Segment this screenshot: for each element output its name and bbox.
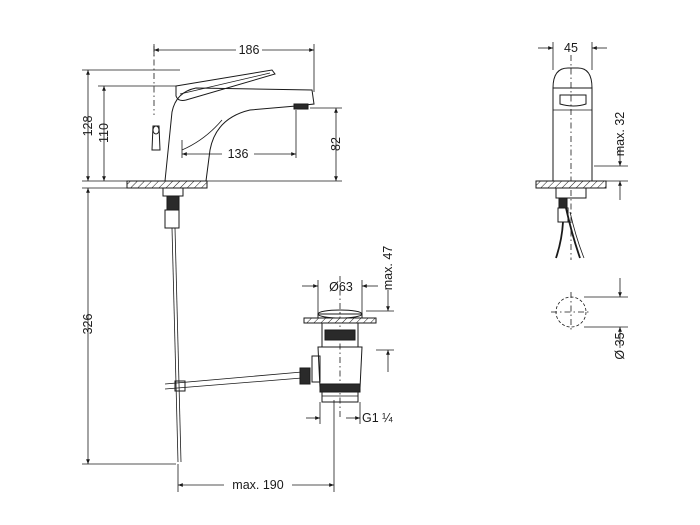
dimension-labels: 186 136 128 110 82 326 45 max. 32 Ø63 ma… xyxy=(81,41,627,492)
dim-326: 326 xyxy=(81,314,95,335)
dim-45: 45 xyxy=(564,41,578,55)
lever-handle xyxy=(175,69,276,101)
front-view xyxy=(126,46,315,463)
dim-110: 110 xyxy=(97,123,111,143)
dim-136: 136 xyxy=(228,147,249,161)
countertop-front xyxy=(126,180,208,189)
dim-g1-quarter: G1 ¼ xyxy=(362,411,393,425)
dim-82: 82 xyxy=(329,137,343,151)
dim-max-190: max. 190 xyxy=(232,478,283,492)
dim-max-47: max. 47 xyxy=(381,246,395,291)
dim-128: 128 xyxy=(81,116,95,137)
dim-186: 186 xyxy=(239,43,260,57)
dim-diameter-35: Ø 35 xyxy=(613,332,627,359)
waste-fitting xyxy=(303,276,377,420)
pull-rod xyxy=(171,227,179,463)
dimension-lines xyxy=(82,42,628,492)
faucet-body xyxy=(164,87,315,182)
dim-max-32: max. 32 xyxy=(613,112,627,157)
linkage-bar xyxy=(164,371,303,385)
dim-diameter-63: Ø63 xyxy=(329,280,353,294)
side-view xyxy=(535,55,607,332)
